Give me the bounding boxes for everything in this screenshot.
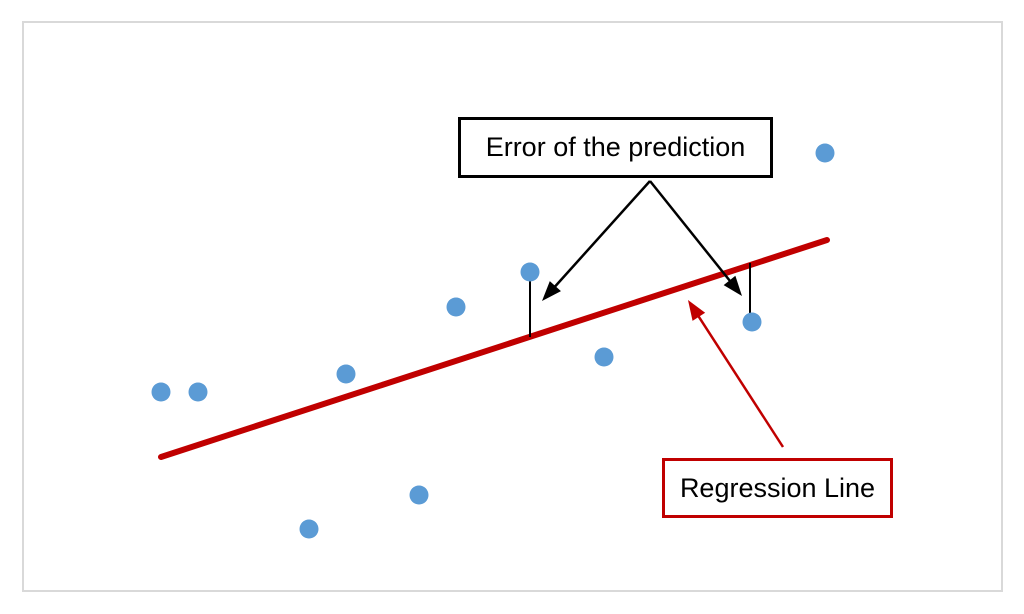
data-point-2 xyxy=(188,382,208,402)
data-point-1 xyxy=(151,382,171,402)
data-point-10 xyxy=(815,143,835,163)
error-arrow-2-head xyxy=(723,275,742,296)
figure-frame xyxy=(22,21,1003,592)
data-point-3 xyxy=(336,364,356,384)
data-point-7 xyxy=(520,262,540,282)
data-point-6 xyxy=(446,297,466,317)
data-point-5 xyxy=(409,485,429,505)
error-annotation-label: Error of the prediction xyxy=(485,132,746,162)
error-arrow-2-shaft xyxy=(649,180,733,285)
error-arrow-1-shaft xyxy=(551,180,651,290)
data-point-8 xyxy=(594,347,614,367)
data-point-4 xyxy=(299,519,319,539)
regression-annotation-label: Regression Line xyxy=(679,472,876,503)
error-annotation-box: Error of the prediction xyxy=(458,117,773,178)
regression-annotation-box: Regression Line xyxy=(662,458,893,518)
regression-arrow-shaft xyxy=(695,312,785,448)
error-arrow-1-head xyxy=(542,281,561,301)
regression-line xyxy=(158,237,830,460)
data-point-9 xyxy=(742,312,762,332)
regression-arrow-head xyxy=(688,300,706,321)
